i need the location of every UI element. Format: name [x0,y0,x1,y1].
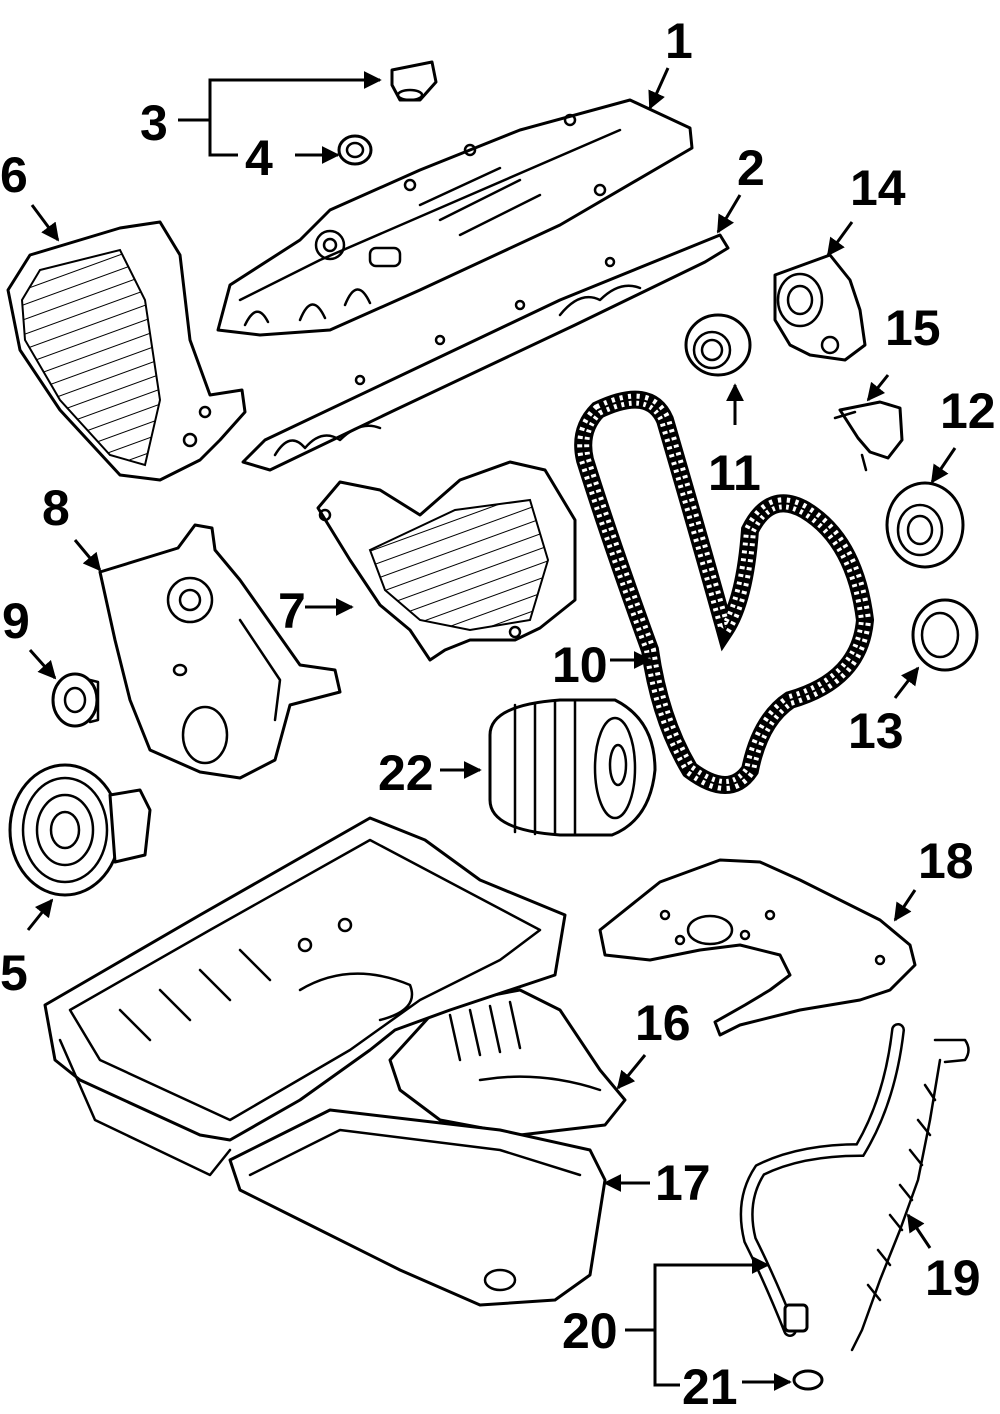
callout-18: 18 [918,833,974,889]
idler-pulley-part [684,313,752,377]
camshaft-sprocket-part [885,481,965,569]
oil-filter-part [488,698,657,837]
callout-11: 11 [708,445,761,501]
o-ring-part [792,1369,824,1391]
engine-plate-part [598,858,917,1037]
valve-cover-gasket-part [241,233,730,472]
leader-lines [26,67,957,1391]
inner-timing-cover-part [316,460,577,662]
callout-3: 3 [140,95,168,151]
callout-8: 8 [42,480,70,536]
callout-19: 19 [925,1250,981,1306]
upper-oil-pan-part [43,816,567,1177]
crank-sprocket-part [911,598,979,672]
callout-21: 21 [682,1359,738,1414]
callout-20: 20 [562,1303,618,1359]
lower-oil-pan-part [228,1108,607,1307]
callout-15: 15 [885,300,941,356]
dipstick-part [850,1038,970,1352]
upper-timing-cover-part [6,220,247,482]
timing-belt-part [574,390,875,794]
oil-filler-cap-part [390,60,438,102]
valve-cover-part [216,98,694,337]
callout-labels: 1 2 3 4 5 6 7 8 9 10 11 12 13 14 15 16 1… [0,13,996,1414]
callout-5: 5 [0,945,28,1001]
callout-13: 13 [848,703,904,759]
callout-1: 1 [665,13,693,69]
callout-12: 12 [940,383,996,439]
callout-2: 2 [737,140,765,196]
callout-4: 4 [245,130,273,186]
crankshaft-pulley-part [8,763,152,897]
callout-14: 14 [850,160,906,216]
callout-17: 17 [655,1155,711,1211]
callout-10: 10 [552,637,608,693]
cap-seal-part [337,134,373,166]
crankshaft-seal-part [51,672,100,728]
callout-6: 6 [0,147,28,203]
dipstick-tube-part [739,1023,905,1337]
callout-9: 9 [2,593,30,649]
callout-16: 16 [635,995,691,1051]
callout-22: 22 [378,745,434,801]
timing-cover-plate-part [98,523,342,780]
callout-7: 7 [278,583,306,639]
tensioner-stud-part [833,400,904,472]
belt-tensioner-part [773,253,867,362]
